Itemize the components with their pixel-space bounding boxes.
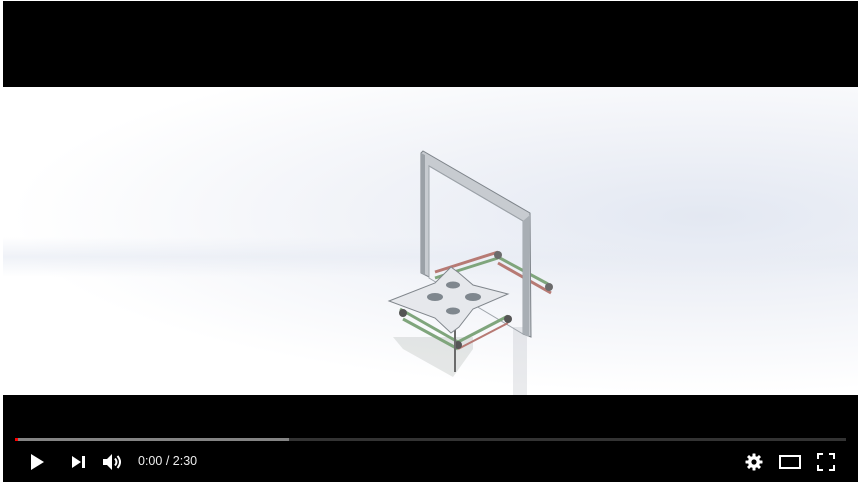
progress-played bbox=[15, 438, 18, 441]
fullscreen-button[interactable] bbox=[808, 450, 844, 474]
mute-button[interactable] bbox=[95, 450, 131, 474]
time-display: 0:00 / 2:30 bbox=[138, 454, 197, 468]
settings-button[interactable] bbox=[736, 450, 772, 474]
next-icon bbox=[72, 456, 85, 468]
video-player[interactable]: 0:00 / 2:30 bbox=[3, 1, 858, 482]
reflection bbox=[393, 327, 527, 395]
volume-icon bbox=[103, 454, 121, 470]
gear-icon bbox=[745, 453, 763, 471]
background-haze bbox=[3, 237, 858, 277]
theater-mode-button[interactable] bbox=[772, 450, 808, 474]
play-button[interactable] bbox=[19, 450, 55, 474]
theater-mode-icon bbox=[779, 455, 801, 469]
vertical-frame bbox=[420, 150, 532, 338]
next-button[interactable] bbox=[61, 450, 97, 474]
progress-buffered bbox=[15, 438, 290, 441]
front-rails bbox=[399, 307, 512, 372]
play-icon bbox=[31, 454, 44, 470]
current-time: 0:00 bbox=[138, 454, 163, 468]
3d-printer-frame-render bbox=[387, 150, 553, 395]
time-separator: / bbox=[162, 454, 173, 468]
duration: 2:30 bbox=[172, 454, 198, 468]
fullscreen-icon bbox=[817, 453, 835, 471]
video-frame[interactable] bbox=[3, 87, 858, 395]
player-controls: 0:00 / 2:30 bbox=[3, 432, 858, 482]
progress-bar[interactable] bbox=[15, 438, 846, 441]
build-plate bbox=[387, 266, 510, 334]
